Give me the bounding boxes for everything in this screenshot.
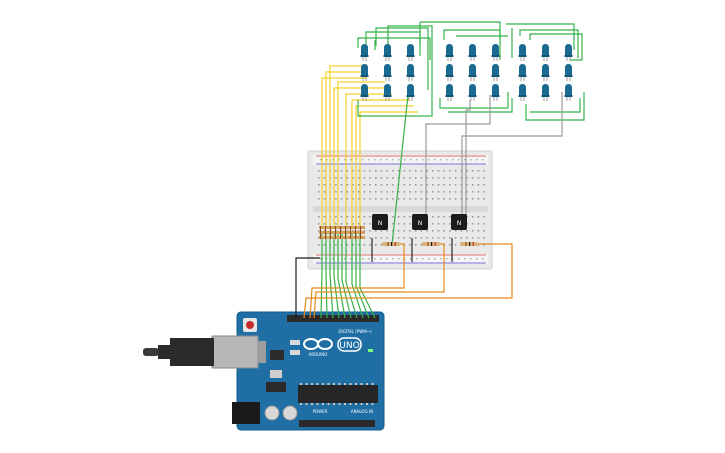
led[interactable] [518, 84, 527, 101]
arduino-logo: UNO ARDUINO [303, 337, 362, 357]
green-signal-wires [320, 232, 376, 319]
digital-header[interactable] [287, 315, 379, 322]
led[interactable] [564, 64, 573, 81]
led[interactable] [491, 64, 500, 81]
digital-label: DIGITAL (PWM~) [338, 329, 372, 334]
resistor [422, 242, 440, 246]
led[interactable] [491, 84, 500, 101]
power-jack [232, 402, 260, 424]
led[interactable] [445, 44, 454, 61]
led[interactable] [383, 44, 392, 61]
yellow-wires [321, 65, 418, 228]
model-label: UNO [339, 341, 359, 351]
led[interactable] [406, 64, 415, 81]
led[interactable] [541, 64, 550, 81]
led[interactable] [383, 84, 392, 101]
led[interactable] [541, 84, 550, 101]
resistors [319, 226, 478, 246]
led[interactable] [468, 84, 477, 101]
led[interactable] [468, 64, 477, 81]
brand-label: ARDUINO [309, 352, 328, 357]
transistor-2[interactable]: N [412, 214, 428, 230]
chip-pins [300, 383, 374, 405]
led[interactable] [445, 84, 454, 101]
led[interactable] [518, 64, 527, 81]
led[interactable] [360, 64, 369, 81]
resistor [382, 242, 400, 246]
led[interactable] [406, 44, 415, 61]
led[interactable] [564, 44, 573, 61]
microcontroller-chip [298, 385, 378, 403]
transistor-1[interactable]: N [372, 214, 388, 230]
ground-wire [295, 257, 320, 318]
resistor [460, 242, 478, 246]
arduino-uno-board[interactable]: UNO ARDUINO DIGITAL (PWM~) POWER ANALOG … [143, 311, 385, 431]
transistor-leads [371, 238, 453, 262]
led[interactable] [491, 44, 500, 61]
led[interactable] [468, 44, 477, 61]
transistor-3-label: N [457, 220, 462, 227]
led[interactable] [360, 44, 369, 61]
led[interactable] [518, 44, 527, 61]
led[interactable] [541, 44, 550, 61]
led[interactable] [406, 84, 415, 101]
usb-cable [170, 338, 214, 366]
analog-label: ANALOG IN [351, 409, 373, 414]
power-label: POWER [313, 409, 328, 414]
orange-wires [303, 243, 513, 319]
usb-connector [211, 335, 259, 369]
led[interactable] [360, 84, 369, 101]
led[interactable] [383, 64, 392, 81]
power-analog-header[interactable] [299, 420, 375, 427]
led-cubes [360, 44, 573, 101]
transistor-2-label: N [418, 220, 423, 227]
transistor-1-label: N [378, 220, 383, 227]
led[interactable] [445, 64, 454, 81]
transistor-3[interactable]: N [451, 214, 467, 230]
gray-wires [425, 92, 563, 228]
wires [295, 21, 585, 319]
green-cube-wires [357, 21, 585, 246]
led[interactable] [564, 84, 573, 101]
